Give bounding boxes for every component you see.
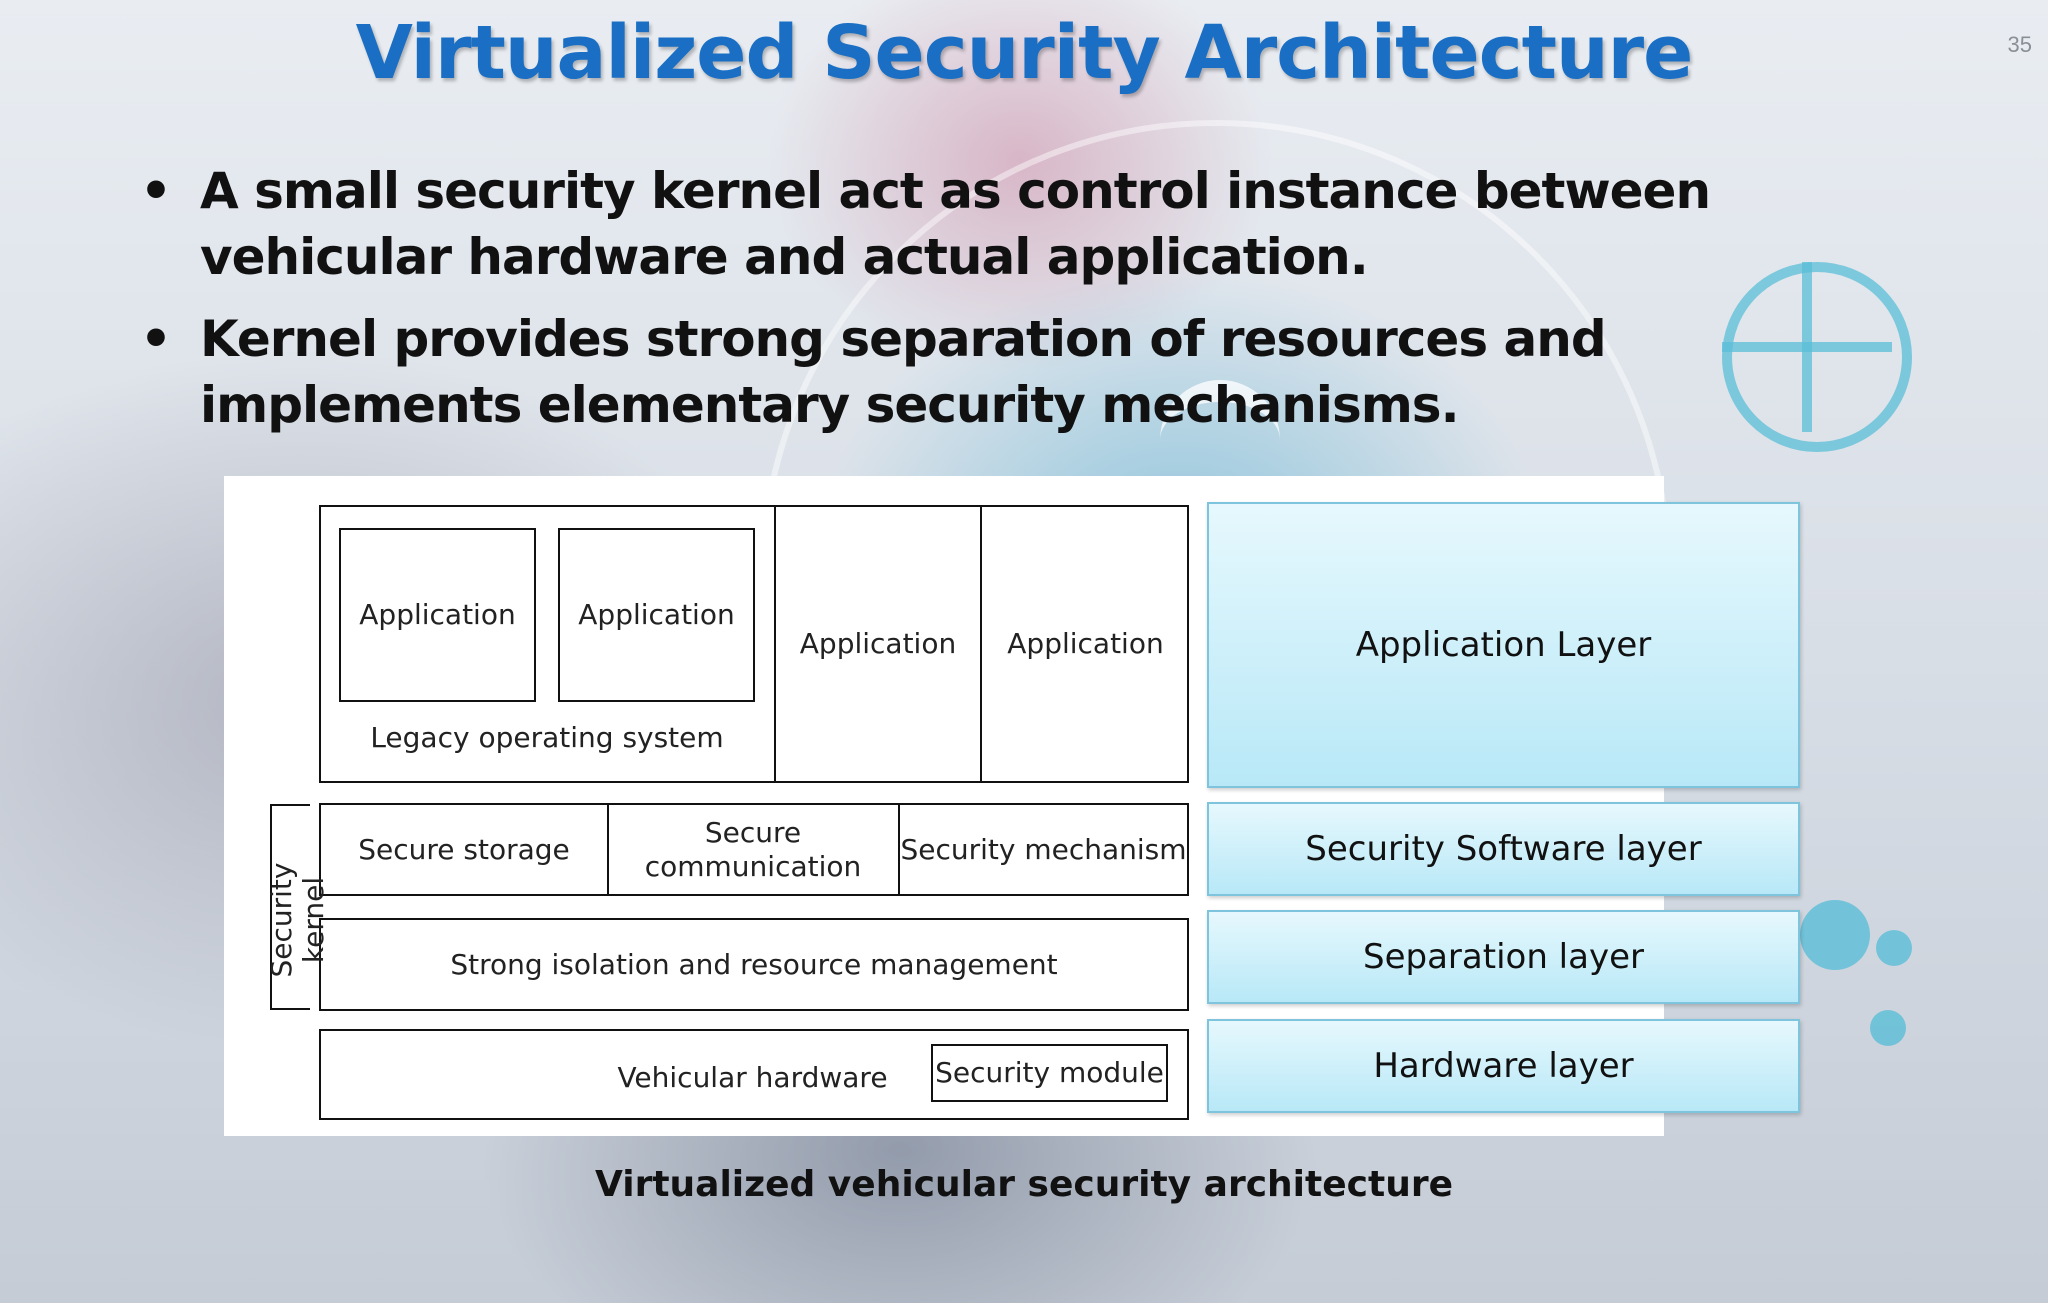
application-label: Application bbox=[1007, 627, 1164, 660]
application-label: Application bbox=[799, 627, 957, 660]
security-software-layer-label: Security Software layer bbox=[1207, 802, 1800, 896]
bullet-list: • A small security kernel act as control … bbox=[140, 158, 1900, 454]
kernel-bracket bbox=[270, 804, 310, 806]
application-layer-label: Application Layer bbox=[1207, 502, 1800, 788]
security-module-label: Security module bbox=[935, 1056, 1164, 1089]
separation-layer-label: Separation layer bbox=[1207, 910, 1800, 1004]
network-node-icon bbox=[1876, 930, 1912, 966]
secure-storage-label: Secure storage bbox=[358, 832, 570, 866]
diagram-caption: Virtualized vehicular security architect… bbox=[595, 1164, 1453, 1205]
secure-communication-label: Secure communication bbox=[644, 815, 862, 883]
hardware-layer-label: Hardware layer bbox=[1207, 1019, 1800, 1113]
security-module-box bbox=[931, 1044, 1168, 1102]
kernel-bracket bbox=[270, 804, 272, 1010]
divider bbox=[774, 505, 776, 783]
kernel-bracket bbox=[270, 1008, 310, 1010]
network-node-icon bbox=[1800, 900, 1870, 970]
network-node-icon bbox=[1870, 1010, 1906, 1046]
divider bbox=[607, 803, 609, 896]
application-label: Application bbox=[578, 598, 735, 631]
isolation-label: Strong isolation and resource management bbox=[450, 947, 1058, 981]
slide-title: Virtualized Security Architecture bbox=[355, 10, 1694, 96]
bullet-item: • A small security kernel act as control … bbox=[140, 158, 1900, 290]
legacy-os-label: Legacy operating system bbox=[370, 721, 724, 754]
divider bbox=[898, 803, 900, 896]
legacy-app-box bbox=[339, 528, 536, 702]
bullet-text: A small security kernel act as control i… bbox=[200, 162, 1711, 286]
application-label: Application bbox=[359, 598, 516, 631]
bullet-marker: • bbox=[140, 162, 172, 220]
separation-block bbox=[319, 918, 1189, 1011]
divider bbox=[980, 505, 982, 783]
bullet-marker: • bbox=[140, 310, 172, 368]
bullet-text: Kernel provides strong separation of res… bbox=[200, 310, 1607, 434]
legacy-app-box bbox=[558, 528, 755, 702]
bullet-item: • Kernel provides strong separation of re… bbox=[140, 306, 1900, 438]
security-kernel-label: Security kernel bbox=[265, 862, 330, 978]
page-number: 35 bbox=[2007, 32, 2032, 57]
vehicular-hardware-label: Vehicular hardware bbox=[617, 1061, 888, 1094]
security-mechanism-label: Security mechanism bbox=[900, 832, 1187, 866]
security-software-block bbox=[319, 803, 1189, 896]
